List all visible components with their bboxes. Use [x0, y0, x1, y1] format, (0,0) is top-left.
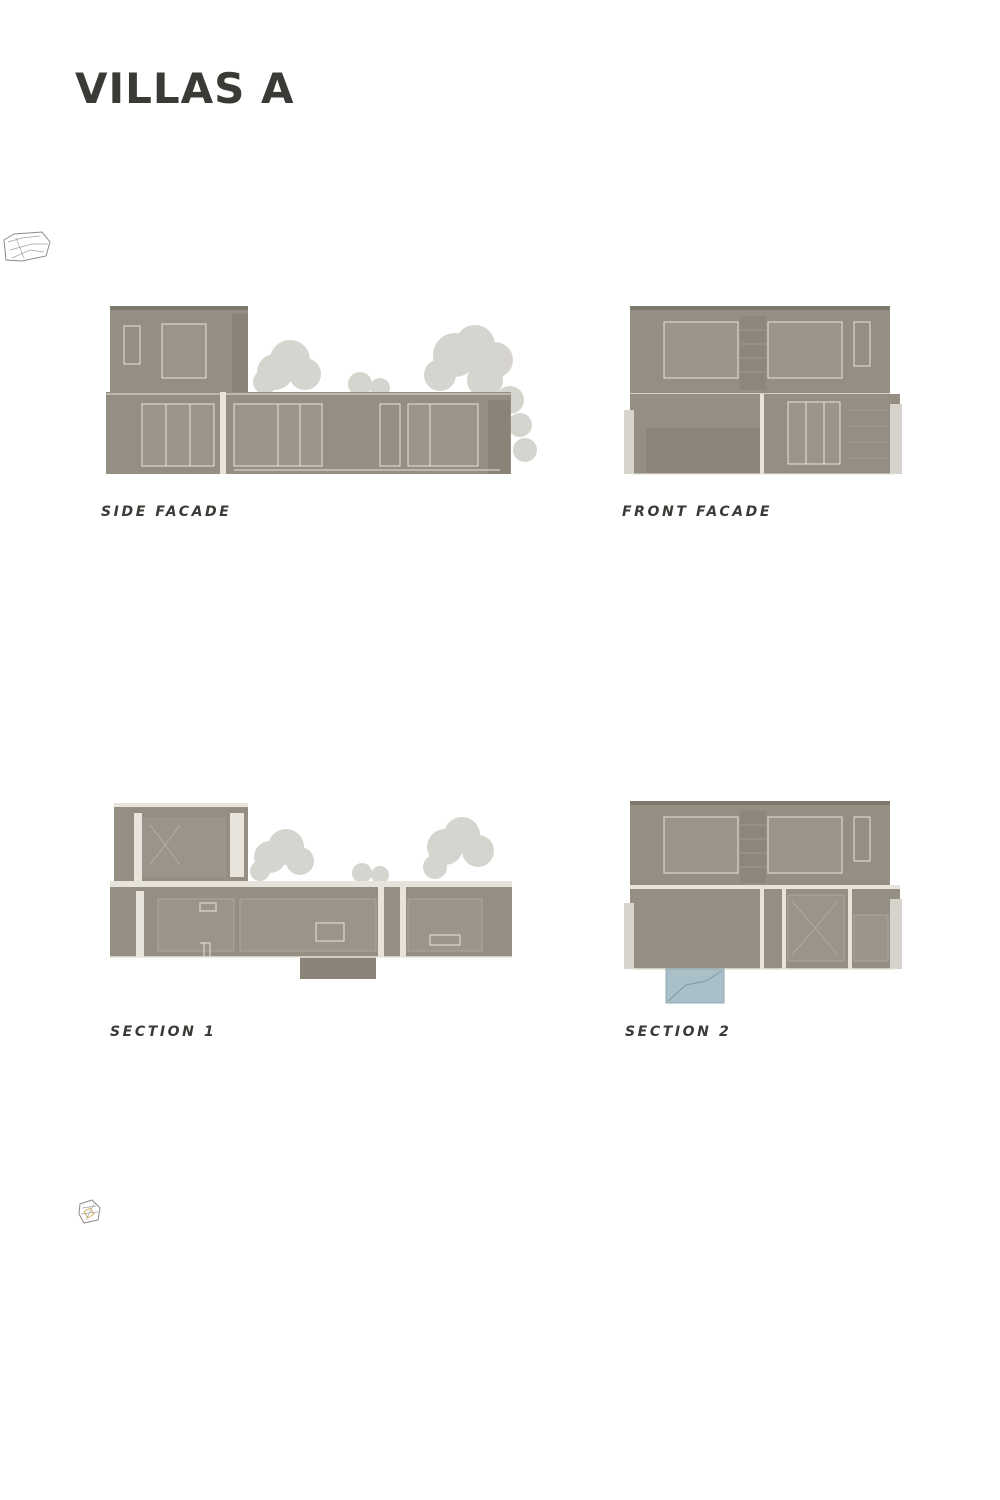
rock-icon	[78, 1199, 101, 1224]
page-title: VILLAS A	[75, 64, 295, 113]
pool	[665, 968, 725, 1004]
side-facade-building	[106, 306, 511, 474]
tree-silhouette	[250, 817, 494, 884]
section-2-drawing	[624, 801, 902, 1004]
front-facade-building	[624, 306, 902, 475]
front-facade-drawing	[624, 306, 902, 475]
section-1-label: SECTION 1	[110, 1024, 217, 1040]
rock-icon	[3, 231, 51, 262]
section-2-label: SECTION 2	[625, 1024, 732, 1040]
section-2-building	[624, 801, 902, 1004]
front-facade-label: FRONT FACADE	[622, 504, 773, 520]
section-1-drawing	[110, 803, 512, 979]
section-1-building	[110, 803, 512, 979]
side-facade-label: SIDE FACADE	[101, 504, 232, 520]
side-facade-drawing	[106, 306, 537, 474]
